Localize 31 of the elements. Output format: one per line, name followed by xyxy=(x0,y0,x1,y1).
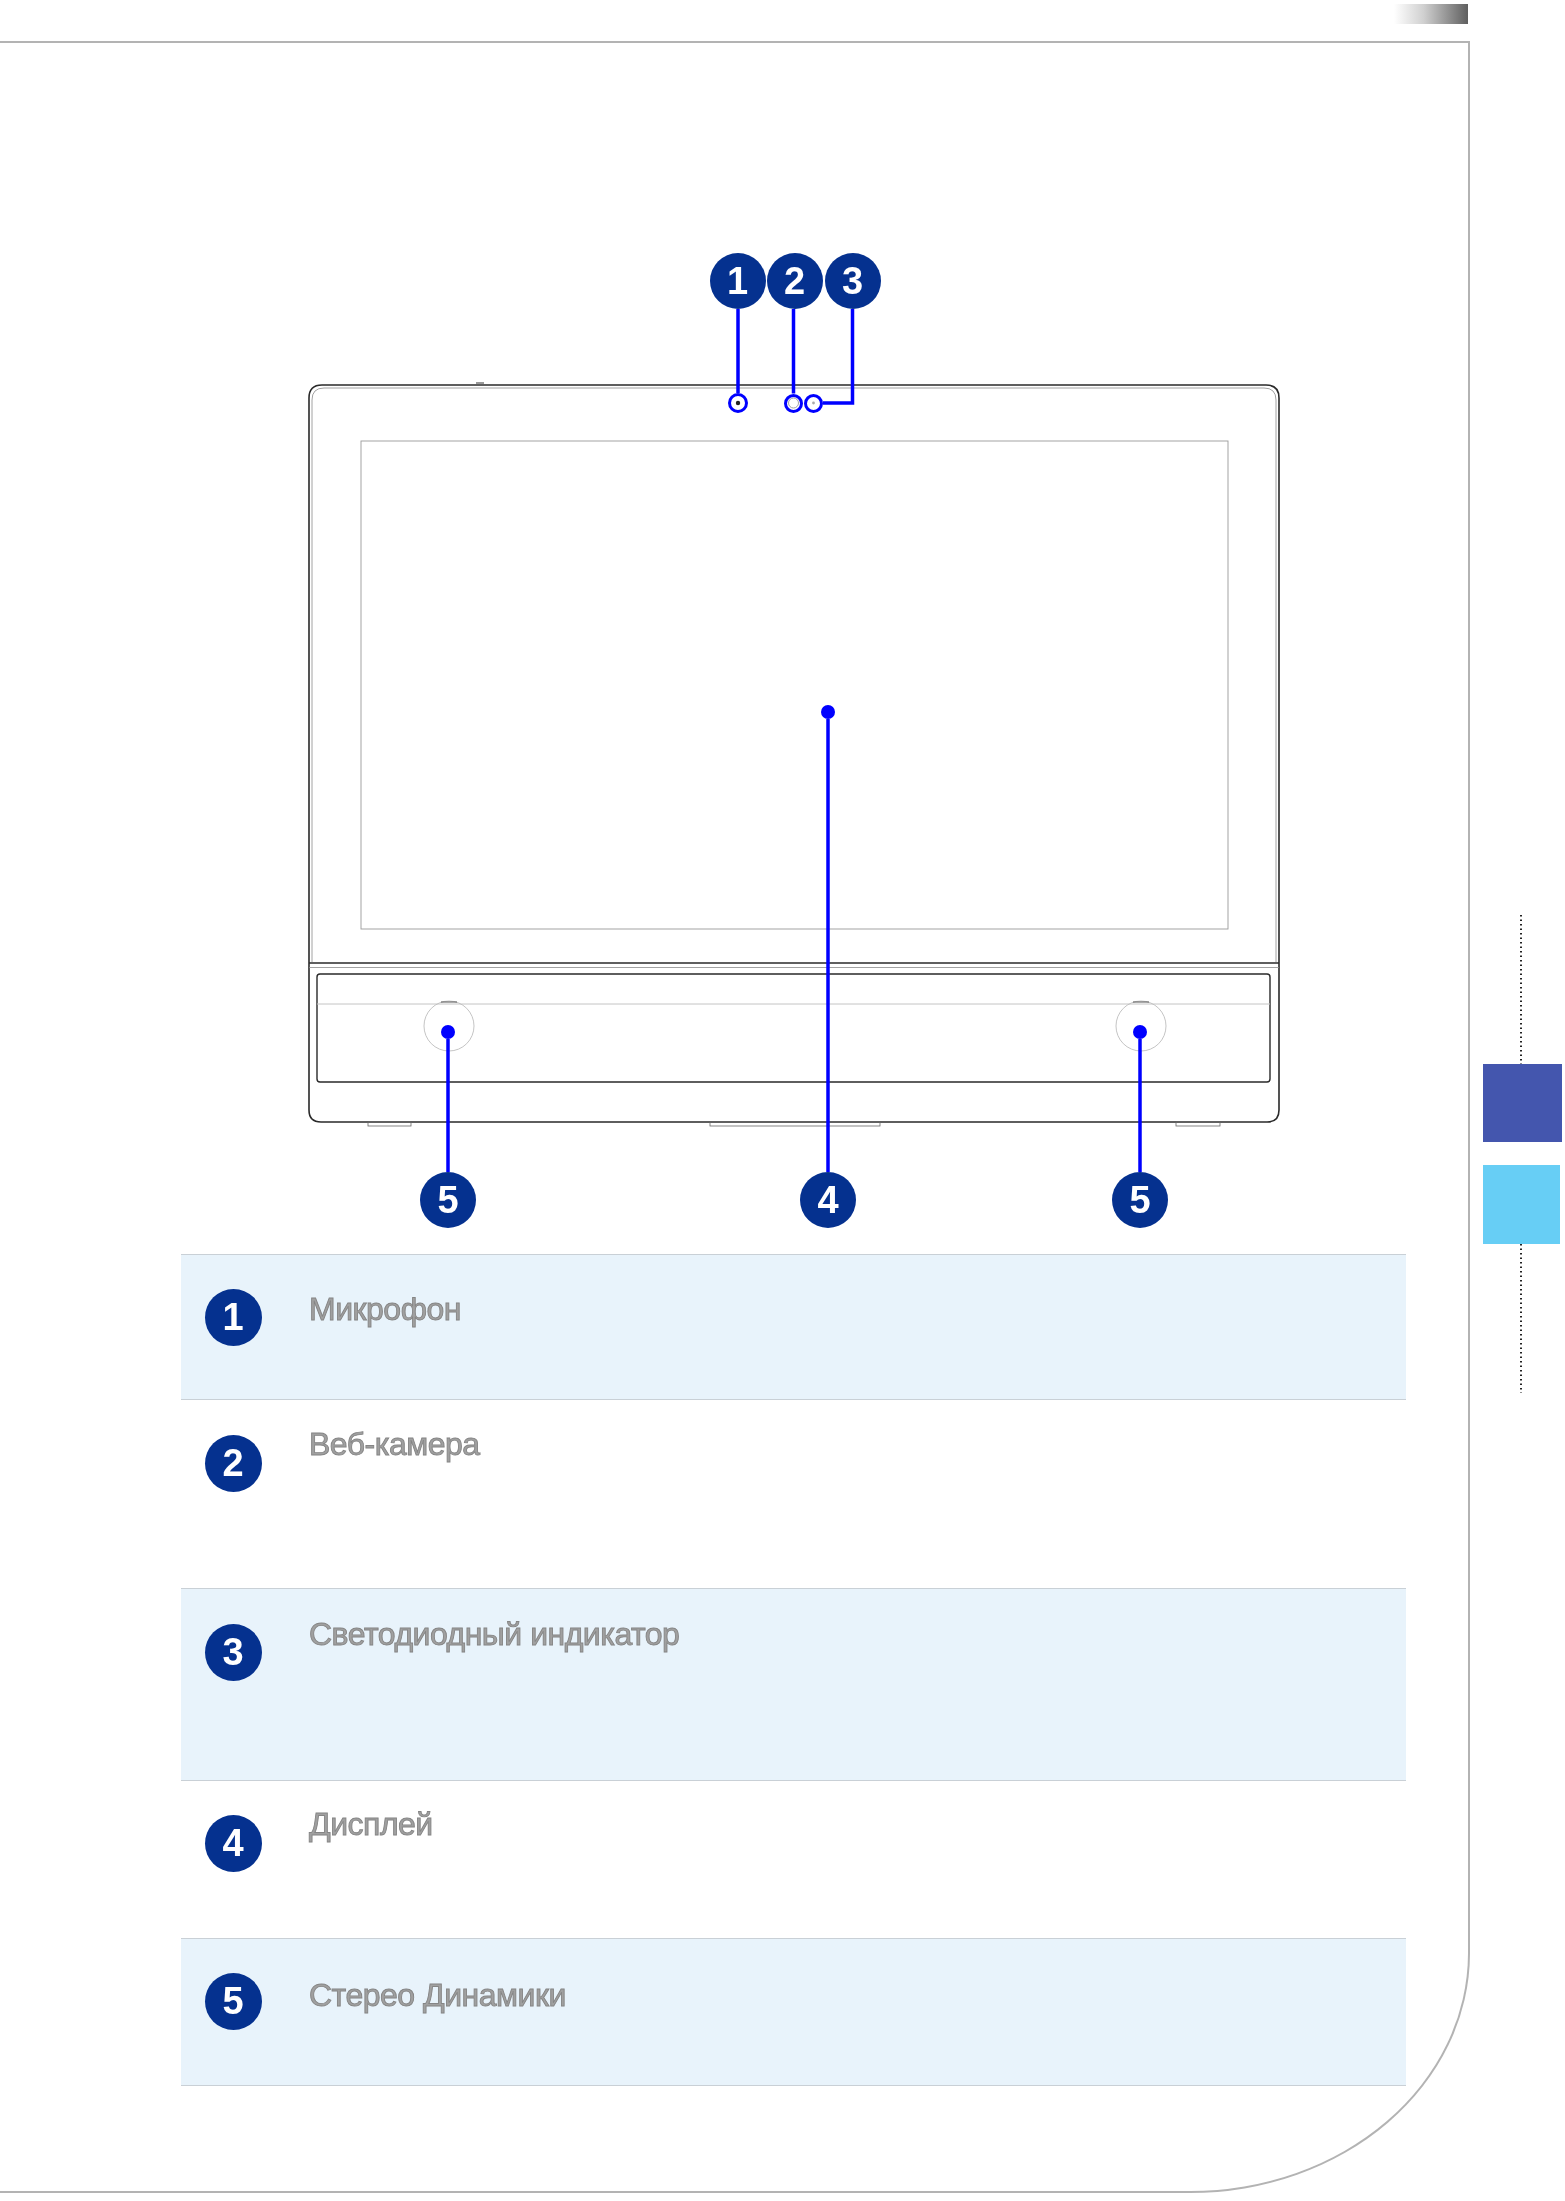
callout-number: 3 xyxy=(204,1623,262,1681)
callout-number: 4 xyxy=(800,1172,856,1228)
leader-line xyxy=(446,1039,450,1172)
marker-ring xyxy=(784,393,803,413)
callout-number: 2 xyxy=(766,253,823,309)
marker-dot xyxy=(441,1025,455,1039)
callout-number: 1 xyxy=(709,253,766,309)
marker-ring xyxy=(804,393,823,413)
part-name: Светодиодный индикатор xyxy=(309,1616,680,1653)
callout-number: 1 xyxy=(204,1288,262,1346)
leader-line xyxy=(791,309,796,394)
part-name: Веб-камера xyxy=(309,1426,480,1463)
callout-number: 5 xyxy=(1112,1172,1168,1228)
callout-number: 5 xyxy=(420,1172,476,1228)
leader-line xyxy=(823,309,855,405)
part-name: Дисплей xyxy=(309,1806,433,1843)
leader-line xyxy=(736,309,740,393)
callout-number: 4 xyxy=(204,1814,262,1872)
marker-dot xyxy=(1133,1025,1147,1039)
callout-number: 3 xyxy=(824,253,881,309)
callout-number: 2 xyxy=(204,1434,262,1492)
marker-dot xyxy=(821,705,835,719)
leader-line xyxy=(1138,1039,1142,1172)
part-name: Стерео Динамики xyxy=(309,1977,566,2014)
marker-ring xyxy=(728,393,748,413)
table-row xyxy=(181,1254,1406,1400)
table-row xyxy=(181,1939,1406,2086)
table-row xyxy=(181,1589,1406,1781)
leader-line xyxy=(826,719,830,1172)
part-name: Микрофон xyxy=(309,1291,461,1328)
callout-number: 5 xyxy=(204,1972,262,2030)
